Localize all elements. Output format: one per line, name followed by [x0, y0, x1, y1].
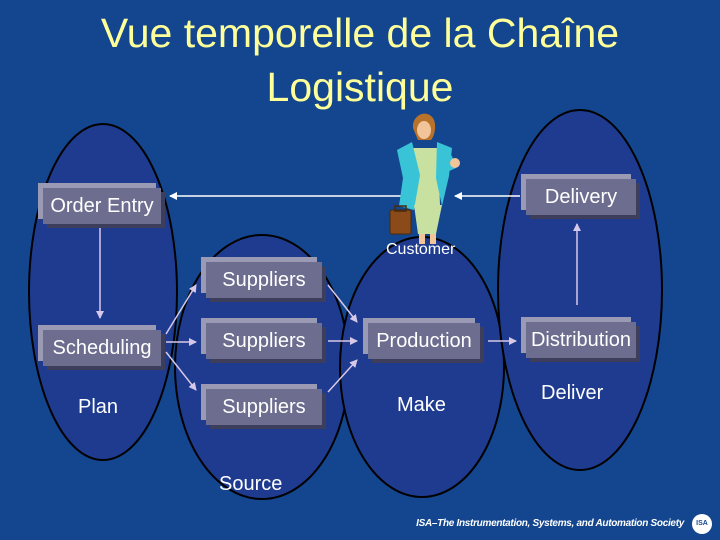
footer-text: ISA–The Instrumentation, Systems, and Au…	[416, 518, 684, 529]
deliver-label: Deliver	[541, 382, 604, 404]
suppliers-bottom-to-production-arrow	[327, 359, 358, 393]
title-line-1: Vue temporelle de la Chaîne	[100, 10, 620, 56]
customer-label: Customer	[386, 241, 456, 258]
suppliers-bottom-box: Suppliers	[206, 389, 322, 425]
businesswoman-icon	[389, 113, 460, 244]
scheduling-to-suppliers-top-arrow	[165, 284, 197, 335]
customer-to-order-entry-arrow	[169, 175, 425, 200]
suppliers-top-to-production-arrow	[327, 284, 358, 323]
source-label: Source	[219, 473, 283, 495]
title-line-2: Logistique	[266, 64, 454, 110]
order-entry-box: Order Entry	[43, 188, 161, 224]
production-box: Production	[368, 323, 480, 359]
make-ellipse	[339, 236, 505, 498]
plan-label: Plan	[78, 396, 119, 418]
delivery-box: Delivery	[526, 179, 636, 215]
isa-logo-icon: ISA	[692, 514, 712, 534]
deliver-ellipse	[497, 109, 663, 471]
scheduling-to-suppliers-bottom-arrow	[165, 351, 197, 391]
scheduling-box: Scheduling	[43, 330, 161, 366]
suppliers-top-box: Suppliers	[206, 262, 322, 298]
make-label: Make	[397, 394, 446, 416]
distribution-box: Distribution	[526, 322, 636, 358]
suppliers-mid-box: Suppliers	[206, 323, 322, 359]
